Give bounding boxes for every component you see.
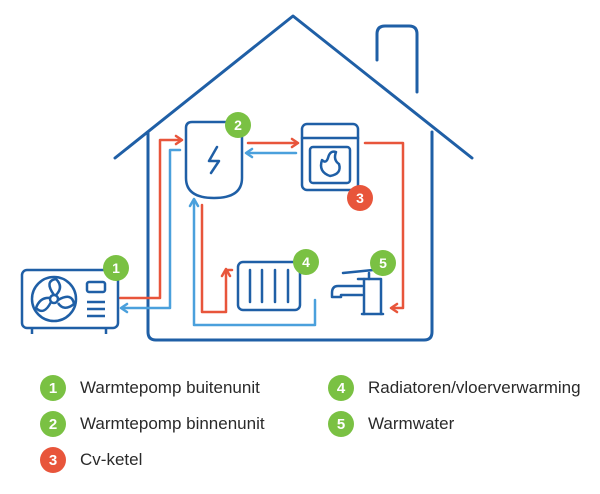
legend-item-binnenunit: 2 Warmtepomp binnenunit (40, 411, 265, 437)
legend-item-buitenunit: 1 Warmtepomp buitenunit (40, 375, 260, 401)
heat-pump-diagram: 1 2 3 4 5 (20, 14, 474, 342)
svg-text:5: 5 (379, 255, 387, 271)
badge-3: 3 (347, 185, 373, 211)
legend-label: Cv-ketel (80, 450, 143, 469)
svg-text:1: 1 (112, 260, 120, 276)
boiler-tank-icon (184, 120, 244, 200)
legend-label: Warmwater (368, 414, 455, 433)
cold-return-pipes (122, 148, 317, 327)
svg-text:2: 2 (234, 117, 242, 133)
legend-label: Warmtepomp binnenunit (80, 414, 265, 433)
fan-unit-icon (20, 268, 120, 334)
badge-1: 1 (103, 255, 129, 281)
legend-item-warmwater: 5 Warmwater (328, 411, 454, 437)
flow-arrowheads (119, 134, 399, 314)
hot-supply-pipes (118, 138, 405, 314)
legend-badge-4: 4 (328, 375, 354, 401)
legend-label: Radiatoren/vloerverwarming (368, 378, 581, 397)
legend-badge-2: 2 (40, 411, 66, 437)
legend-item-radiatoren: 4 Radiatoren/vloerverwarming (328, 375, 581, 401)
flame-boiler-icon (300, 122, 360, 192)
faucet-icon (330, 268, 385, 316)
svg-text:3: 3 (356, 190, 364, 206)
badge-2: 2 (225, 112, 251, 138)
radiator-icon (236, 260, 302, 312)
legend-item-cv-ketel: 3 Cv-ketel (40, 447, 142, 473)
legend-badge-3: 3 (40, 447, 66, 473)
legend-badge-1: 1 (40, 375, 66, 401)
legend-label: Warmtepomp buitenunit (80, 378, 260, 397)
badge-4: 4 (293, 249, 319, 275)
svg-text:4: 4 (302, 254, 310, 270)
legend-badge-5: 5 (328, 411, 354, 437)
house-outline (113, 14, 474, 342)
badge-5: 5 (370, 250, 396, 276)
